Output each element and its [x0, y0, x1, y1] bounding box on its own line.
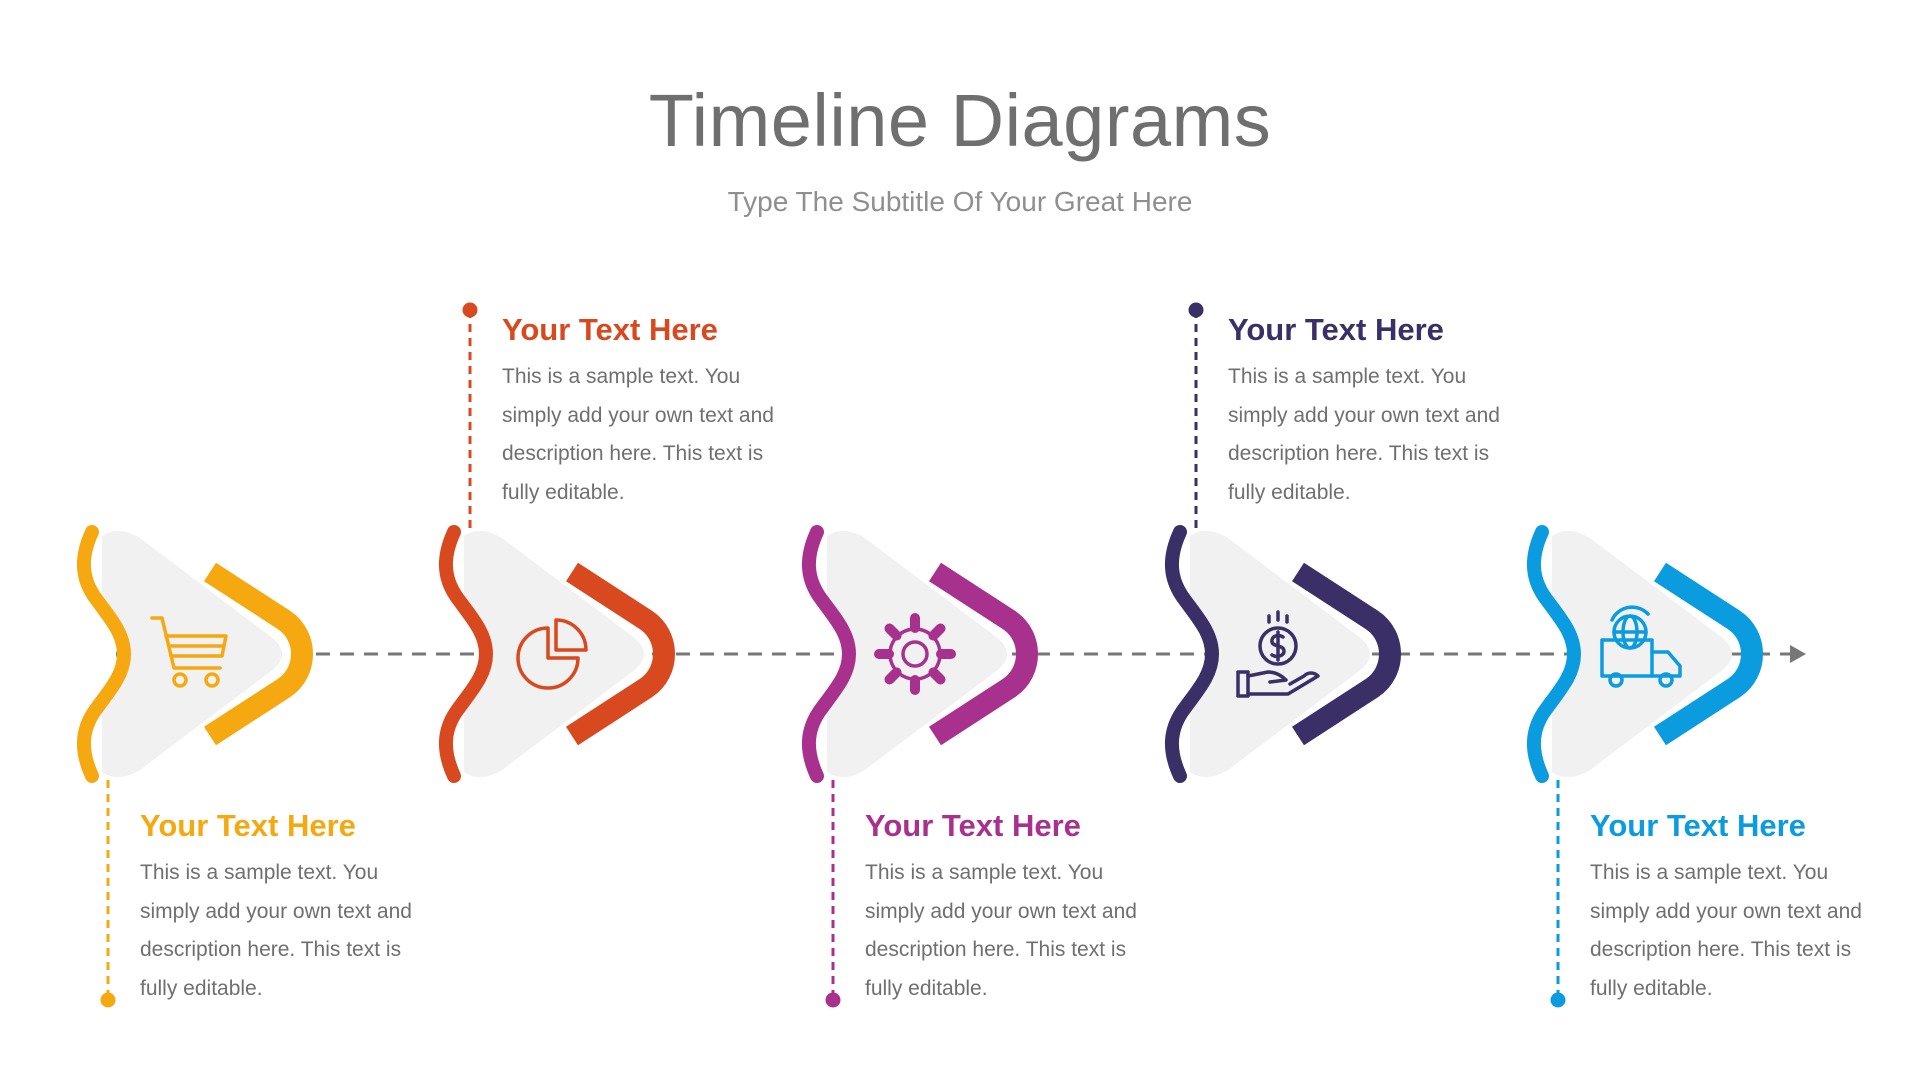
pie-chart-icon	[516, 618, 588, 690]
timeline-step-3	[801, 525, 1038, 1008]
step-description: This is a sample text. You simply add yo…	[1228, 365, 1500, 504]
step-connector-dot	[1550, 992, 1566, 1008]
step-connector-dot	[1188, 302, 1204, 318]
timeline-step-1	[76, 525, 313, 1008]
page-title: Timeline Diagrams	[648, 79, 1272, 162]
step-heading: Your Text Here	[502, 312, 718, 347]
step-connector-dot	[825, 992, 841, 1008]
step-arrow-bracket	[1526, 525, 1582, 783]
step-arrow-chevron	[566, 562, 675, 746]
step-arrow-body	[1190, 530, 1370, 778]
step-arrow-chevron	[1654, 562, 1763, 746]
step-arrow-bracket	[438, 525, 494, 783]
step-description: This is a sample text. You simply add yo…	[502, 365, 774, 504]
step-arrow-chevron	[1292, 562, 1401, 746]
money-hand-icon	[1236, 610, 1320, 698]
step-arrow-chevron	[929, 562, 1038, 746]
step-arrow-body	[827, 530, 1007, 778]
step-arrow-body	[464, 530, 644, 778]
timeline-steps	[76, 302, 1763, 1008]
timeline-step-2	[438, 302, 675, 783]
step-arrow-chevron	[204, 562, 313, 746]
step-arrow-bracket	[1164, 525, 1220, 783]
timeline-end-arrow	[1790, 645, 1806, 663]
step-description: This is a sample text. You simply add yo…	[865, 861, 1137, 1000]
step-description: This is a sample text. You simply add yo…	[140, 861, 412, 1000]
step-connector-dot	[462, 302, 478, 318]
step-heading: Your Text Here	[140, 808, 356, 843]
step-heading: Your Text Here	[1590, 808, 1806, 843]
global-delivery-truck-icon	[1600, 605, 1682, 688]
step-arrow-bracket	[76, 525, 132, 783]
step-description: This is a sample text. You simply add yo…	[1590, 861, 1862, 1000]
shopping-cart-icon	[150, 616, 228, 688]
step-arrow-body	[102, 530, 282, 778]
timeline-step-4	[1164, 302, 1401, 783]
step-heading: Your Text Here	[865, 808, 1081, 843]
gear-icon	[874, 613, 956, 695]
step-arrow-body	[1552, 530, 1732, 778]
step-arrow-bracket	[801, 525, 857, 783]
timeline-step-5	[1526, 525, 1763, 1008]
step-connector-dot	[100, 992, 116, 1008]
step-heading: Your Text Here	[1228, 312, 1444, 347]
page-subtitle: Type The Subtitle Of Your Great Here	[727, 186, 1193, 217]
